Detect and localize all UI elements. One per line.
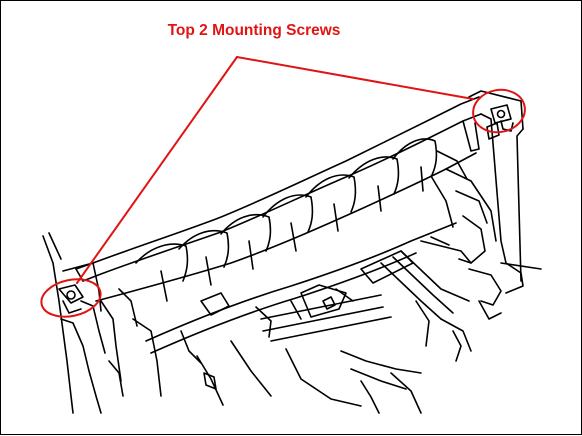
callout-markers [40, 56, 526, 318]
right-screw-detail [490, 104, 512, 124]
left-screw-detail [58, 284, 84, 314]
callout-label: Top 2 Mounting Screws [167, 22, 341, 39]
inner-tray [145, 222, 472, 414]
right-screw-circle [472, 88, 526, 134]
top-cover-outline [75, 96, 482, 302]
right-housing [430, 90, 542, 320]
callout-line-right [236, 56, 474, 100]
left-housing [42, 232, 162, 414]
left-screw-circle [40, 278, 102, 318]
callout-line-left [76, 56, 238, 284]
